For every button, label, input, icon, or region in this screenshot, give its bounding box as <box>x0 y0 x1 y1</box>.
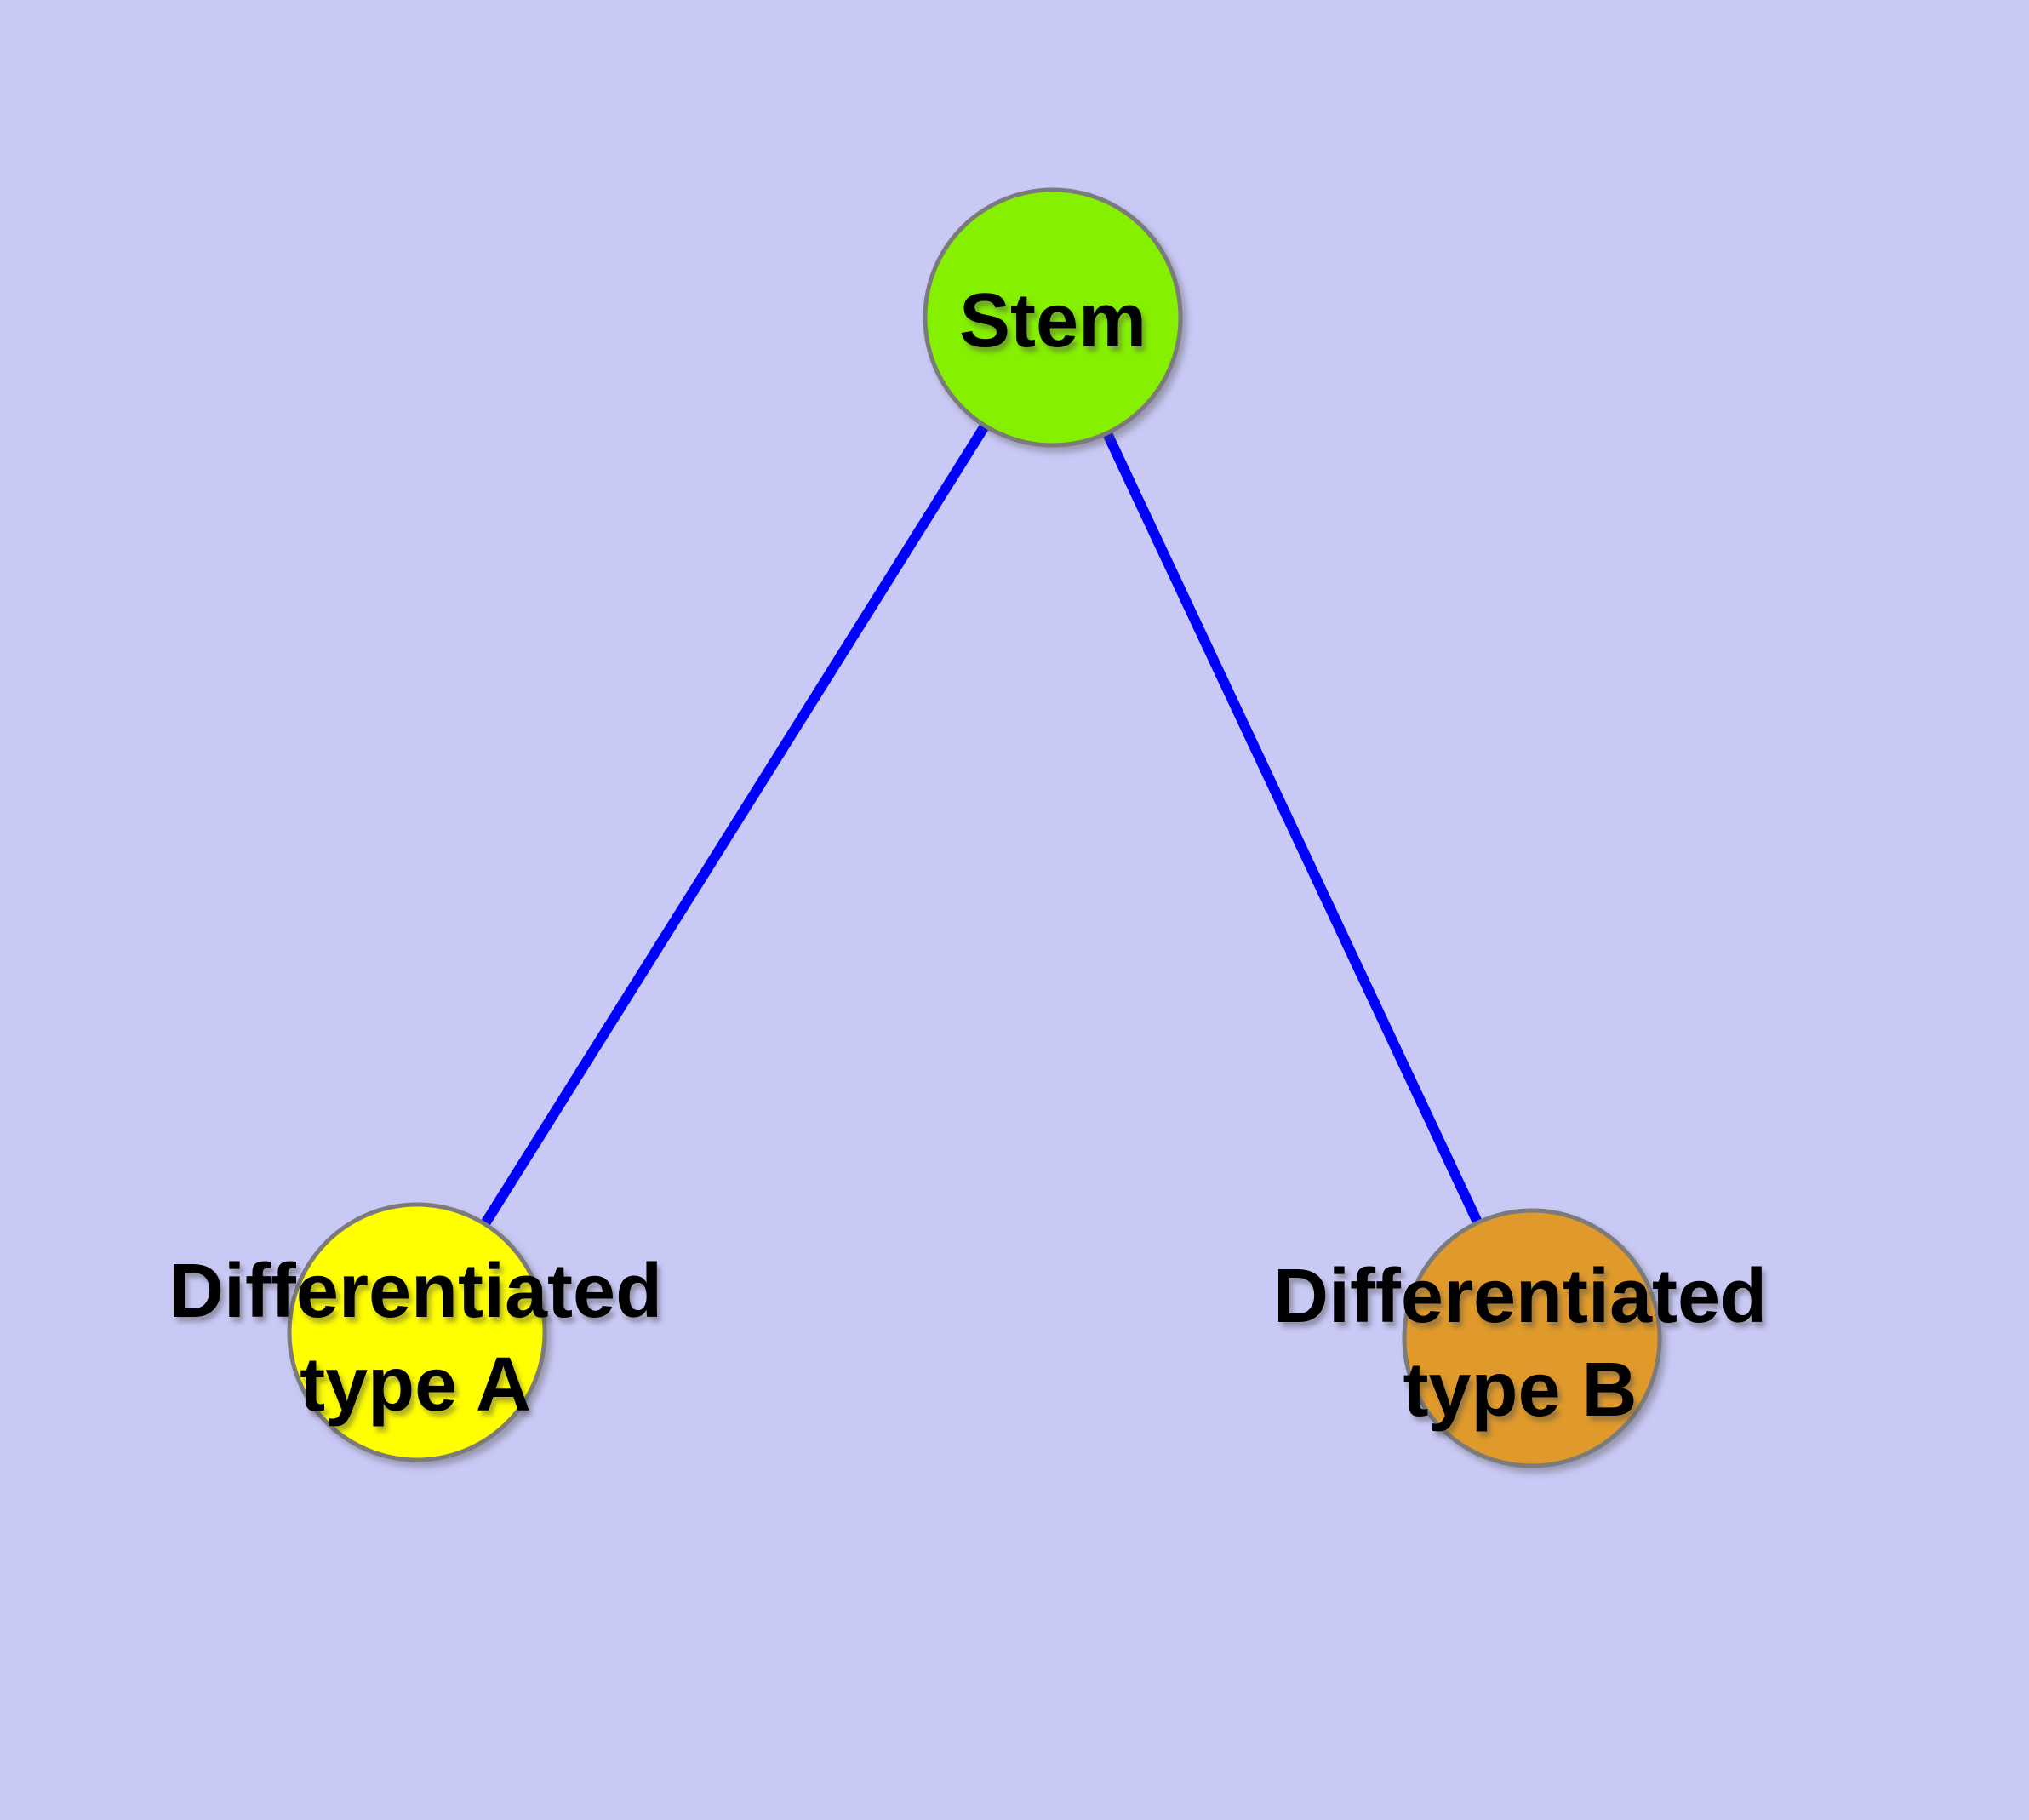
node-type-b-label: Differentiated type B <box>1273 1250 1767 1437</box>
node-stem <box>923 187 1183 448</box>
node-type-a-label-line1: Differentiated <box>168 1249 663 1334</box>
node-type-b-label-line1: Differentiated <box>1272 1254 1768 1339</box>
node-stem-label-text: Stem <box>958 278 1147 363</box>
node-type-a-label-line2: type A <box>300 1342 531 1428</box>
edge-stem-to-type-b <box>1048 315 1537 1341</box>
node-differentiated-type-b <box>1402 1208 1662 1468</box>
edge-stem-to-type-a <box>412 314 1058 1336</box>
node-stem-label: Stem <box>959 274 1146 368</box>
node-type-b-label-line2: type B <box>1403 1348 1637 1433</box>
node-type-a-label: Differentiated type A <box>169 1245 662 1432</box>
node-differentiated-type-a <box>287 1202 547 1462</box>
